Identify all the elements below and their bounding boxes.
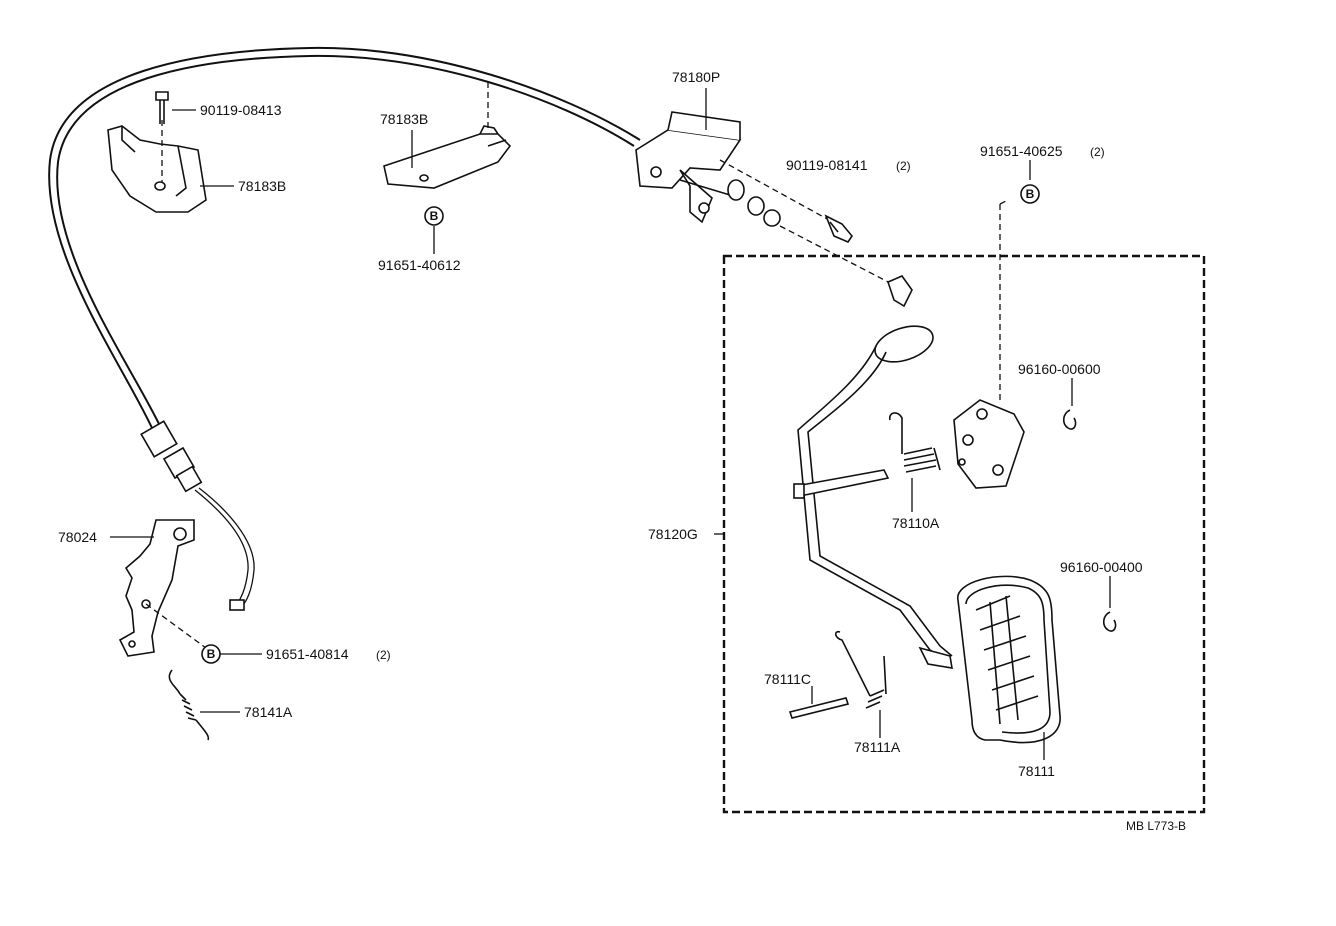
label-91651-40612: 91651-40612 xyxy=(378,257,461,273)
label-78180P: 78180P xyxy=(672,69,720,85)
pin-78111C xyxy=(788,697,850,719)
svg-text:B: B xyxy=(1026,187,1035,201)
label-78120G: 78120G xyxy=(648,526,698,542)
pedal-pad-78111 xyxy=(957,575,1061,744)
e-ring-96160-00400 xyxy=(1102,611,1117,632)
label-96160-00400: 96160-00400 xyxy=(1060,559,1143,575)
pedal-support-plate xyxy=(953,199,1025,489)
label-91651-40814-qty: (2) xyxy=(376,648,391,662)
label-90119-08141: 90119-08141 xyxy=(786,157,868,173)
leader-lines xyxy=(110,88,1111,760)
label-78111A: 78111A xyxy=(854,739,901,755)
svg-text:B: B xyxy=(430,209,439,223)
accelerator-cable xyxy=(48,46,641,611)
b-marker-91651-40612: B xyxy=(424,206,444,226)
label-78024: 78024 xyxy=(58,529,97,545)
label-78110A: 78110A xyxy=(892,515,940,531)
label-96160-00600: 96160-00600 xyxy=(1018,361,1101,377)
pedal-assembly-box xyxy=(722,254,1206,814)
spring-78141A xyxy=(168,669,210,741)
cable-bracket-78180P xyxy=(635,111,897,287)
spring-78110A xyxy=(888,412,941,473)
b-marker-91651-40625: B xyxy=(1020,184,1040,204)
label-78183B-top: 78183B xyxy=(380,111,428,127)
bolt-90119-08141 xyxy=(824,214,853,243)
svg-text:B: B xyxy=(207,647,216,661)
label-91651-40625: 91651-40625 xyxy=(980,143,1063,159)
pedal-arm xyxy=(793,275,953,669)
label-91651-40814: 91651-40814 xyxy=(266,646,349,662)
label-78183B-left: 78183B xyxy=(238,178,286,194)
label-91651-40625-qty: (2) xyxy=(1090,145,1105,159)
label-90119-08141-qty: (2) xyxy=(896,159,911,173)
clip-78183B-left xyxy=(107,91,207,213)
drawing-code: MB L773-B xyxy=(1126,819,1186,833)
b-marker-91651-40814: B xyxy=(201,644,221,664)
bracket-78024 xyxy=(118,519,207,657)
clip-78183B-center xyxy=(383,82,512,189)
spring-78111A xyxy=(834,630,887,709)
label-78141A: 78141A xyxy=(244,704,293,720)
e-ring-96160-00600 xyxy=(1062,409,1077,430)
label-78111C: 78111C xyxy=(764,671,811,687)
label-78111: 78111 xyxy=(1018,763,1055,779)
label-90119-08413: 90119-08413 xyxy=(200,102,282,118)
